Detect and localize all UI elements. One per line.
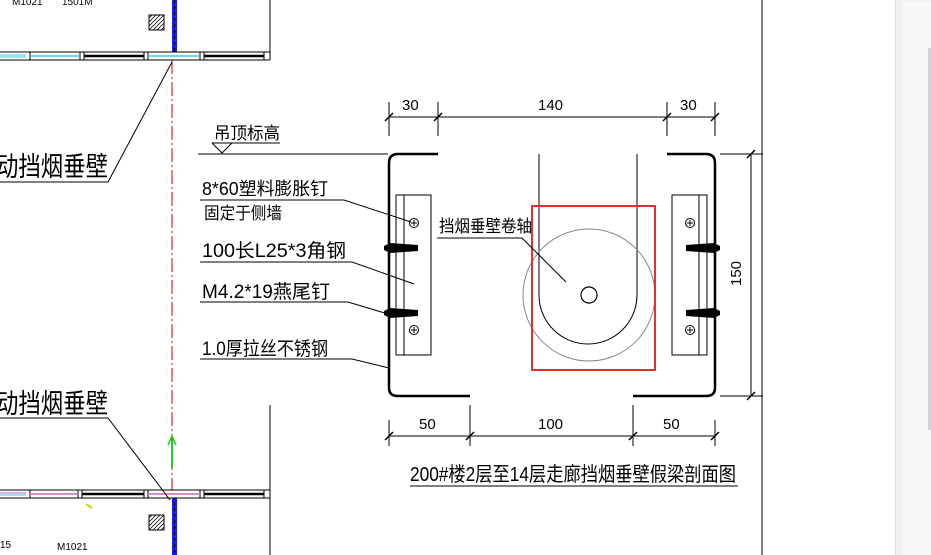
angle-steel-left	[395, 194, 432, 356]
leader-sheet	[200, 358, 390, 369]
dimension-right	[720, 149, 763, 401]
ceiling-level-marker	[211, 142, 280, 154]
dim-top-right: 30	[680, 97, 697, 114]
dim-bottom-left: 50	[419, 416, 436, 433]
door-tag-top-a: M1021	[12, 0, 43, 8]
dim-top-left: 30	[402, 97, 419, 114]
smoke-barrier-label-lower: 动挡烟垂壁	[0, 389, 108, 419]
callout-roller: 挡烟垂壁卷轴	[439, 217, 532, 236]
door-tag-bottom: M1021	[57, 542, 88, 553]
dovetail-screw	[384, 243, 720, 318]
leader-lower	[0, 417, 171, 501]
drawing-title: 200#楼2层至14层走廊挡烟垂壁假梁剖面图	[410, 463, 736, 486]
curtain-box	[538, 154, 638, 345]
stainless-sheet-right	[633, 152, 717, 398]
leader-roller	[437, 237, 567, 283]
leader-screw	[200, 301, 389, 315]
dim-bottom-mid: 100	[538, 416, 563, 433]
dim-top-mid: 140	[538, 97, 563, 114]
leader-upper	[0, 61, 173, 183]
dim-bottom-right: 50	[663, 416, 680, 433]
callout-anchor-line2: 固定于侧墙	[204, 204, 282, 223]
dimension-top	[384, 102, 720, 136]
callout-steel-sheet: 1.0厚拉丝不锈钢	[202, 338, 328, 360]
dim-right: 150	[728, 261, 745, 286]
section-detail	[198, 102, 763, 487]
angle-steel-right	[671, 194, 708, 356]
roller-drum	[522, 228, 656, 362]
scrollbar-track[interactable]	[902, 2, 931, 555]
roller-axle	[580, 286, 598, 304]
leader-anchor	[200, 199, 412, 223]
side-panel	[895, 0, 931, 555]
scrollbar-thumb[interactable]	[928, 48, 931, 430]
cad-drawing-canvas[interactable]: M1021 1501M 动挡烟垂壁 动挡烟垂壁 15 M1021	[0, 0, 895, 555]
door-tag-top-b: 1501M	[62, 0, 93, 8]
ceiling-level-label: 吊顶标高	[214, 124, 280, 143]
callout-anchor-line1: 8*60塑料膨胀钉	[202, 179, 328, 199]
callout-angle-steel: 100长L25*3角钢	[202, 240, 346, 262]
stainless-sheet-left	[387, 152, 470, 398]
floor-plan-fragment	[0, 0, 763, 555]
grid-number-bottom: 15	[0, 540, 12, 551]
anchor-bolt	[409, 218, 695, 335]
smoke-barrier-label-upper: 动挡烟垂壁	[0, 152, 108, 182]
dimension-bottom	[384, 405, 720, 446]
callout-screw: M4.2*19燕尾钉	[202, 281, 330, 303]
roller-highlight-box	[531, 205, 656, 371]
leader-angle-steel	[200, 261, 415, 285]
